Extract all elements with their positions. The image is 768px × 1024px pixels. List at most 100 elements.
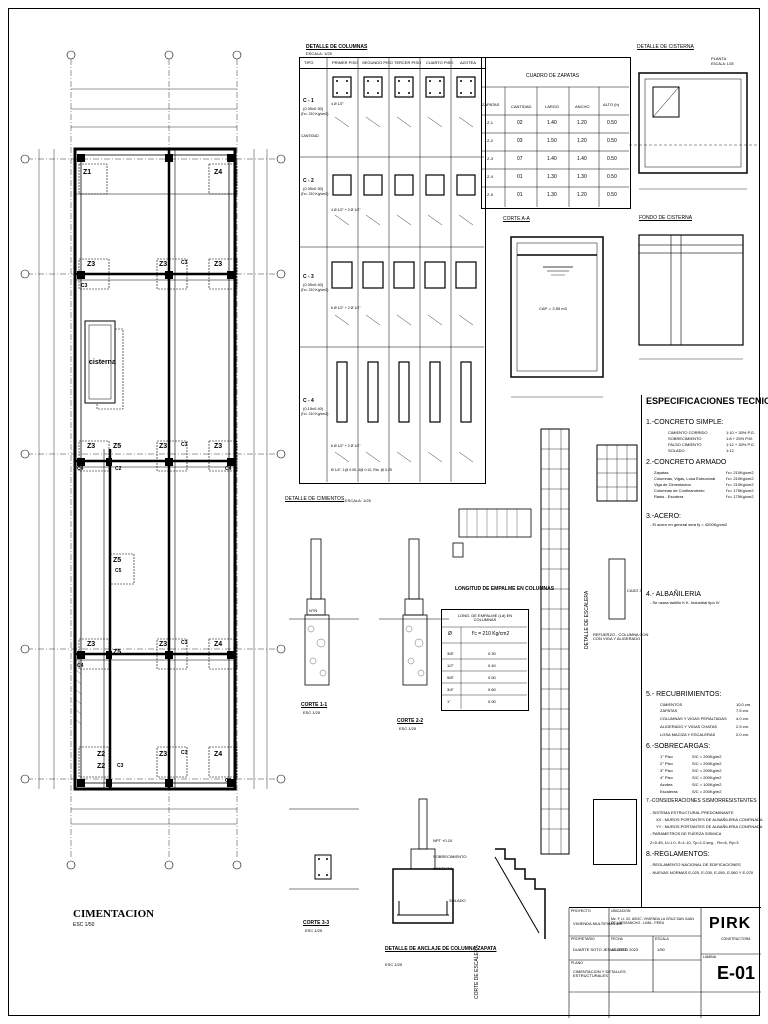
- zapata-label: Z2: [97, 751, 106, 758]
- zapata-row-id: Z-2: [487, 138, 493, 143]
- spec-item: Zapatas: [654, 470, 669, 475]
- empalme-bar: 1": [447, 699, 451, 704]
- col-header: PRIMER PISO: [332, 60, 359, 65]
- spec-item: CIMIENTOS: [660, 702, 683, 707]
- spec-text: - El acero en general sera fy = 4200Kg/c…: [650, 522, 728, 527]
- spec-value: 1:12 + 30% P.G.: [726, 442, 755, 447]
- tb-proyecto: VIVIENDA MULTIFAMILIAR: [573, 921, 623, 926]
- zapata-label: Z4: [214, 751, 223, 758]
- escalera-corte-label: CORTE DE ESCALERA: [474, 945, 480, 999]
- column-label: C4: [225, 466, 232, 472]
- column-label: C4: [77, 466, 84, 472]
- zapata-row-ancho: 1.40: [577, 156, 587, 162]
- column-label: C3: [117, 763, 124, 769]
- specs-section: 7.-CONSIDERACIONES SISMORRESISTENTES: [646, 798, 757, 804]
- column-label: C5: [115, 568, 122, 574]
- specs-section: 2.-CONCRETO ARMADO: [646, 459, 727, 466]
- zapatas-header: LARGO: [545, 104, 560, 109]
- specs-section: 1.-CONCRETO SIMPLE:: [646, 419, 724, 426]
- column-bars: 6 Ø 1/2" + 2 Ø 1/2": [331, 306, 361, 310]
- refuerzo-label: REFUERZO - COLUMNA CON CON VIGA Y ALIGER…: [593, 632, 649, 641]
- empalme-bar: 5/8": [447, 675, 454, 680]
- escalera-detail-label: DETALLE DE ESCALERA: [584, 590, 590, 649]
- column-label: C3: [181, 442, 188, 448]
- spec-item: CIMIENTO CORRIDO: [668, 430, 708, 435]
- spec-item: 3° Piso: [660, 768, 673, 773]
- zapatas-table-grid: [481, 86, 629, 207]
- drawing-sheet: Z1 Z3 Z3 Z3 Z5 Z3 Z4 Z5 Z3 Z3 Z4 Z2 Z3 Z…: [8, 8, 768, 1018]
- zapata-row-id: Z-4: [487, 174, 493, 179]
- tb-ubicacion: Mz. F, Lt. 02, ASOC. VIVIENDA LA CRUZ SA…: [611, 917, 694, 925]
- column-type-desc: (0.30x0.30): [303, 186, 324, 191]
- columns-detail-grid: [299, 57, 484, 482]
- spec-value: 7.5 cm.: [736, 708, 750, 713]
- zapata-label: Z3: [87, 261, 96, 268]
- specs-section: 4.- ALBAÑILERIA: [646, 591, 701, 598]
- col-header: AZOTEA: [460, 60, 477, 65]
- columns-detail-title: DETALLE DE COLUMNAS: [306, 44, 368, 50]
- spec-item: 1° Piso: [660, 754, 673, 759]
- zapata-row-alto: 0.50: [607, 174, 617, 180]
- specs-section: 8.-REGLAMENTOS:: [646, 851, 710, 858]
- cisterna-label: cisterna: [89, 359, 116, 366]
- ntn-label: NTN: [309, 608, 318, 613]
- tb-lamina-label: LAMINA: [703, 955, 717, 959]
- spec-item: Columnas, Vigas, Losa Estructural: [654, 476, 716, 481]
- zapata-row-largo: 1.40: [547, 156, 557, 162]
- zapatas-header: ALTO (h): [603, 102, 620, 107]
- zapata-row-largo: 1.50: [547, 138, 557, 144]
- zapata-row-id: Z-3: [487, 156, 493, 161]
- column-label: C3: [81, 283, 88, 289]
- empalme-bar: 3/4": [447, 687, 454, 692]
- zapata-row-largo: 1.40: [547, 120, 557, 126]
- column-type-conc: (f'c= 210 Kg/cm2): [301, 288, 329, 292]
- spec-value: 1:8 + 25% P.M.: [726, 436, 753, 441]
- column-type-desc: (0.30x0.30): [303, 106, 324, 111]
- tb-fecha-label: FECHA: [611, 937, 623, 941]
- corte-1-1-drawing: [289, 538, 359, 686]
- spec-value: f'c= 210Kg/cm2: [726, 476, 754, 481]
- spec-value: S/C = 200Kg/m2: [692, 768, 722, 773]
- zapata-label: Z3: [159, 261, 168, 268]
- fondo-cisterna-drawing: [638, 234, 744, 360]
- zapata-row-alto: 0.50: [607, 120, 617, 126]
- sobrecimiento-label: SOBRECIMIENTO: [433, 854, 467, 859]
- plan-scale: ESC 1/50: [73, 922, 95, 928]
- zapatas-header: ANCHO: [575, 104, 590, 109]
- spec-value: S/C = 200Kg/m2: [692, 775, 722, 780]
- column-label: C3: [181, 260, 188, 266]
- spec-value: 2.5 cm.: [736, 724, 750, 729]
- specs-section: 6.-SOBRECARGAS:: [646, 743, 711, 750]
- column-label: C4: [77, 663, 84, 669]
- zapata-row-alto: 0.50: [607, 138, 617, 144]
- brand-sub: CONSTRUCTORA: [721, 937, 751, 941]
- empalme-len: 0.30: [488, 651, 496, 656]
- empalme-title: LONGITUD DE EMPALME EN COLUMNAS: [455, 586, 555, 592]
- column-type-name: C - 4: [303, 398, 314, 404]
- corte-2-2-drawing: [379, 538, 449, 686]
- tb-fecha: AGOSTO 2023: [611, 947, 639, 952]
- tb-plano: CIMENTACION Y DETALLES ESTRUCTURALES: [573, 969, 626, 978]
- corte-3-3-label: CORTE 3-3: [303, 920, 330, 926]
- tb-ubicacion-label: UBICACION: [611, 909, 631, 913]
- spec-item: FALSO CIMIENTO: [668, 442, 702, 447]
- zapata-row-id: Z-1: [487, 120, 493, 125]
- empalme-table: LONG. DE EMPALME (Ld) EN COLUMNAS Ø f'c …: [441, 609, 529, 711]
- spec-item: LOSA MACIZA Y ESCALERAS: [660, 732, 716, 737]
- cimientos-title: DETALLE DE CIMIENTOS: [285, 496, 345, 502]
- zapata-label: Z5: [113, 649, 122, 656]
- specs-section: 5.- RECUBRIMIENTOS:: [646, 691, 722, 698]
- spec-text: - PARAMETROS DE FUERZA SISMICA: [650, 831, 722, 836]
- plan-title: CIMENTACION: [73, 908, 155, 920]
- zapata-row-largo: 1.30: [547, 192, 557, 198]
- col-header: TIPO: [304, 60, 314, 65]
- spec-item: Rasts - Escalera: [654, 494, 684, 499]
- cisterna-plan-drawing: [629, 72, 757, 190]
- cisterna-scale: ESCALA: 1/25: [711, 62, 734, 66]
- column-bars: 4 Ø 1/2" + 2 Ø 1/2": [331, 208, 361, 212]
- anclaje-scale: ESC 1/25: [385, 962, 403, 967]
- spec-item: SOBRECIMIENTO: [668, 436, 702, 441]
- cisterna-capacity: CAP. = 3.55 m3: [539, 306, 567, 311]
- zapata-row-id: Z-5: [487, 192, 493, 197]
- foundation-plan: [20, 50, 286, 870]
